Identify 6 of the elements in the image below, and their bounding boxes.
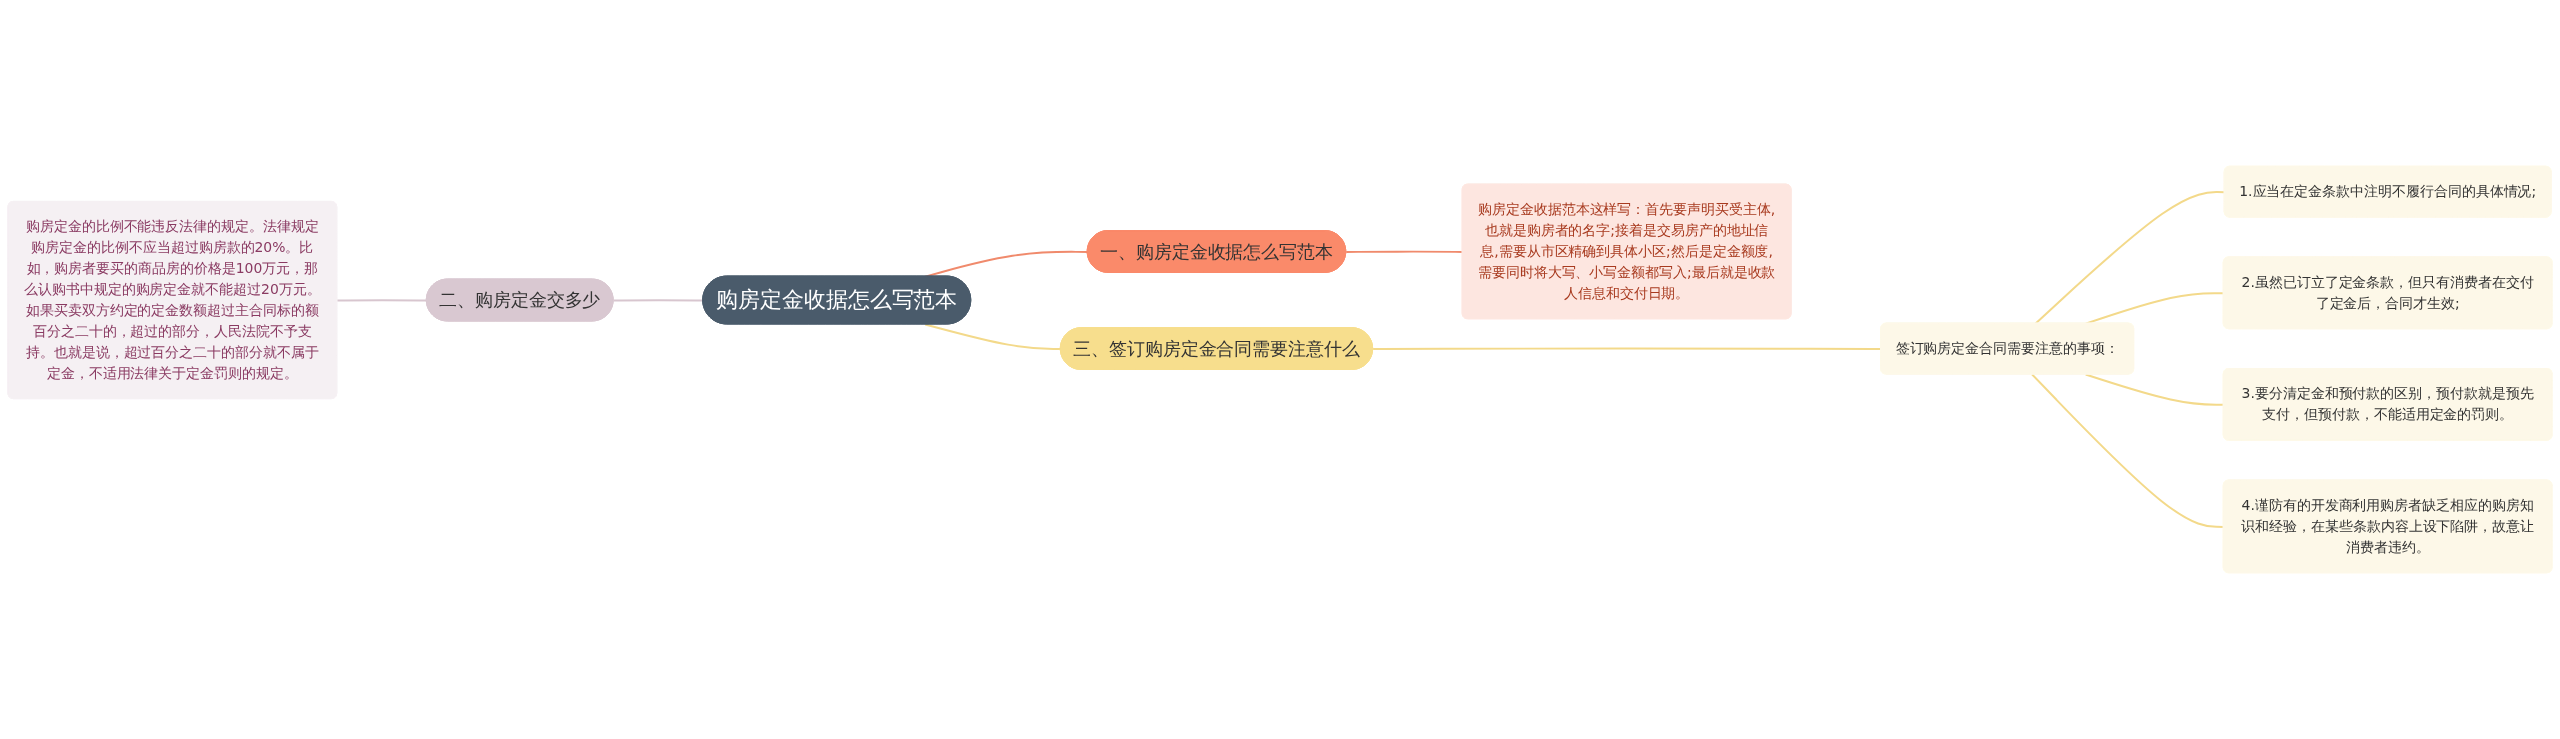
connector [2084, 373, 2225, 406]
connector [2031, 373, 2225, 528]
connector [2034, 191, 2226, 325]
connector [336, 299, 428, 302]
connector [1345, 250, 1464, 253]
connector [924, 323, 1062, 351]
